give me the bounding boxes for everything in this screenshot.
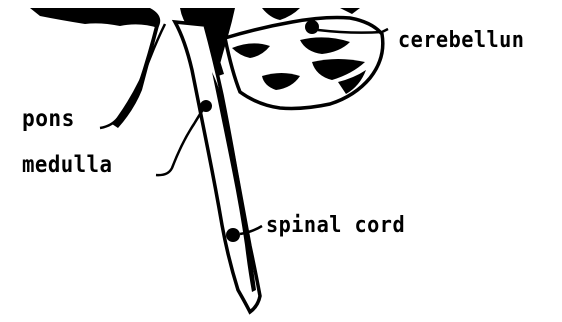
pons-label: pons [22, 106, 75, 132]
medulla-label: medulla [22, 152, 112, 178]
spinal-cord-marker-dot [226, 228, 240, 242]
cerebellum-label: cerebellun [398, 28, 524, 53]
pons-shape [112, 22, 160, 128]
spinal-cord-label: spinal cord [266, 213, 405, 238]
medulla-leader-line [156, 108, 204, 175]
cerebellum-shape [225, 18, 383, 109]
cerebellum-marker-dot [305, 20, 319, 34]
